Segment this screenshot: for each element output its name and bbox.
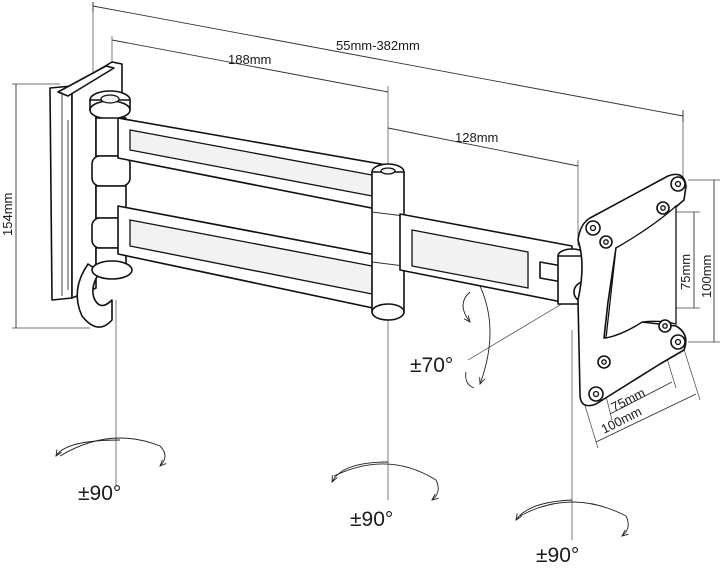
tilt-angle-label: ±70°	[410, 354, 453, 377]
wall-plate	[49, 61, 123, 328]
swivel-head-label: ±90°	[536, 544, 579, 566]
arm-first-upper	[117, 117, 393, 213]
rotation-arrow-elbow	[332, 461, 438, 500]
swivel-wall-label: ±90°	[78, 482, 121, 505]
swivel-elbow-label: ±90°	[350, 508, 393, 531]
rotation-arrow-tilt	[462, 285, 491, 389]
reach-label: 55mm-382mm	[336, 38, 420, 53]
dimension-height: 154mm	[0, 83, 90, 329]
dimension-vesa-vertical: 75mm 100mm	[672, 179, 720, 343]
vesa-v-small-label: 75mm	[678, 254, 693, 290]
arm-first-label: 188mm	[228, 52, 271, 67]
rotation-arrow-wall	[56, 437, 165, 466]
elbow-joint	[371, 163, 405, 321]
axis-lines	[115, 289, 586, 540]
arm-first-lower	[117, 205, 393, 313]
vesa-v-large-label: 100mm	[699, 255, 714, 298]
arm-second-label: 128mm	[455, 130, 498, 145]
dimension-arm-second: 128mm	[387, 127, 579, 246]
rotation-arrow-head	[516, 499, 628, 536]
vesa-plate	[577, 173, 687, 407]
dimension-reach: 55mm-382mm	[92, 2, 684, 178]
height-label: 154mm	[0, 193, 15, 236]
dimension-arm-first: 188mm	[111, 36, 389, 170]
arm-second	[399, 213, 573, 305]
